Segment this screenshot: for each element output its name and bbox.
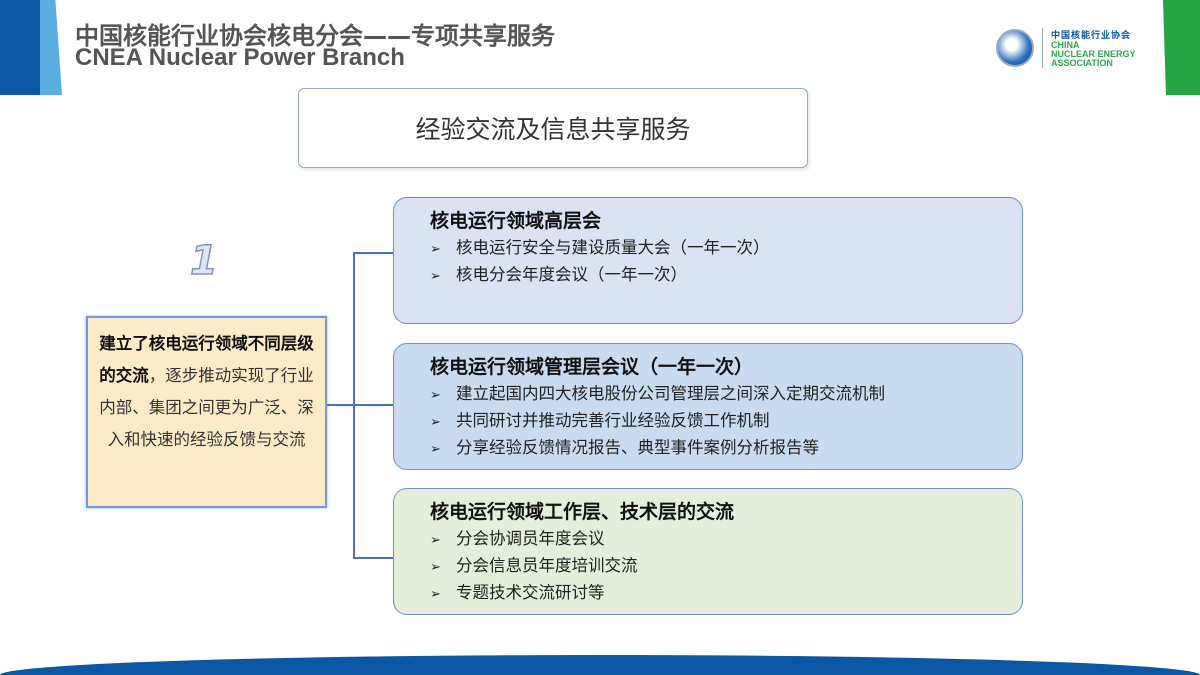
footer-blue-arc <box>0 655 1200 675</box>
list-item: ➢ 核电分会年度会议（一年一次） <box>430 262 1022 289</box>
summary-bold: 建立了核电运行领域不同层级的交流 <box>99 334 314 385</box>
logo-text-en3: ASSOCIATION <box>1051 58 1113 68</box>
arrow-bullet-icon: ➢ <box>430 242 441 257</box>
arrow-bullet-icon: ➢ <box>430 415 441 430</box>
list-item-text: 分会协调员年度会议 <box>456 529 605 548</box>
card-title: 核电运行领域管理层会议（一年一次） <box>430 356 754 378</box>
globe-logo-icon <box>996 29 1034 67</box>
card-title: 核电运行领域工作层、技术层的交流 <box>430 501 735 523</box>
summary-text: ，逐步推动实现了行业内部、集团之间更为广泛、深入和快速的经验反馈与交流 <box>99 366 314 449</box>
header-green-band <box>1163 0 1200 95</box>
header-title-cn: 中国核能行业协会核电分会——专项共享服务 <box>75 22 555 50</box>
connector-3 <box>353 557 393 559</box>
cnea-logo: 中国核能行业协会 CHINA NUCLEAR ENERGY ASSOCIATIO… <box>996 28 1136 68</box>
logo-text-en1: CHINA <box>1051 40 1080 50</box>
list-item-text: 专题技术交流研讨等 <box>456 583 605 602</box>
card-title: 核电运行领域高层会 <box>430 210 602 232</box>
list-item: ➢ 分会信息员年度培训交流 <box>430 553 1022 580</box>
card-management-meeting: 核电运行领域管理层会议（一年一次） ➢ 建立起国内四大核电股份公司管理层之间深入定… <box>393 343 1023 470</box>
list-item-text: 分会信息员年度培训交流 <box>456 556 638 575</box>
list-item: ➢ 分会协调员年度会议 <box>430 526 1022 553</box>
list-item-text: 建立起国内四大核电股份公司管理层之间深入定期交流机制 <box>456 384 885 403</box>
list-item: ➢ 核电运行安全与建设质量大会（一年一次） <box>430 235 1022 262</box>
header-title-en: CNEA Nuclear Power Branch <box>75 44 405 71</box>
list-item-text: 分享经验反馈情况报告、典型事件案例分析报告等 <box>456 438 819 457</box>
arrow-bullet-icon: ➢ <box>430 560 441 575</box>
section-title-banner: 经验交流及信息共享服务 <box>298 88 808 168</box>
card-senior-meeting: 核电运行领域高层会 ➢ 核电运行安全与建设质量大会（一年一次） ➢ 核电分会年度会议… <box>393 197 1023 324</box>
connector-1 <box>353 252 393 254</box>
arrow-bullet-icon: ➢ <box>430 442 441 457</box>
list-item-text: 共同研讨并推动完善行业经验反馈工作机制 <box>456 411 770 430</box>
logo-text-en2: NUCLEAR ENERGY <box>1051 49 1136 59</box>
logo-text-cn: 中国核能行业协会 <box>1051 31 1132 41</box>
list-item: ➢ 分享经验反馈情况报告、典型事件案例分析报告等 <box>430 435 1022 462</box>
section-number: 1 <box>189 237 218 285</box>
arrow-bullet-icon: ➢ <box>430 269 441 284</box>
connector-2 <box>353 404 393 406</box>
list-item-text: 核电分会年度会议（一年一次） <box>456 265 687 284</box>
arrow-bullet-icon: ➢ <box>430 533 441 548</box>
list-item: ➢ 共同研讨并推动完善行业经验反馈工作机制 <box>430 408 1022 435</box>
connector-left <box>327 404 354 406</box>
card-working-level: 核电运行领域工作层、技术层的交流 ➢ 分会协调员年度会议 ➢ 分会信息员年度培训交流… <box>393 488 1023 615</box>
header-accent-bar-light <box>40 0 62 95</box>
list-item-text: 核电运行安全与建设质量大会（一年一次） <box>456 238 770 257</box>
arrow-bullet-icon: ➢ <box>430 388 441 403</box>
summary-box: 建立了核电运行领域不同层级的交流，逐步推动实现了行业内部、集团之间更为广泛、深入… <box>86 316 327 508</box>
logo-divider <box>1042 28 1043 68</box>
list-item: ➢ 建立起国内四大核电股份公司管理层之间深入定期交流机制 <box>430 381 1022 408</box>
header-accent-bar <box>0 0 42 95</box>
arrow-bullet-icon: ➢ <box>430 587 441 602</box>
list-item: ➢ 专题技术交流研讨等 <box>430 580 1022 607</box>
